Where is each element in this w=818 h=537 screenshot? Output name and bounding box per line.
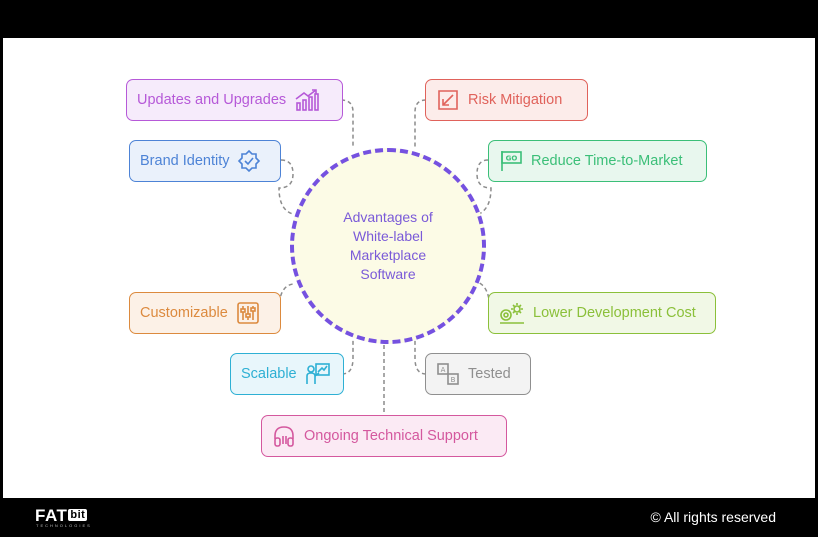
node-label: Scalable — [241, 366, 297, 382]
svg-text:A: A — [441, 366, 446, 374]
node-tested: A B Tested — [425, 353, 531, 395]
logo-bit-text: bit — [68, 509, 88, 521]
chart-up-icon — [295, 89, 319, 111]
svg-text:GO: GO — [506, 155, 518, 163]
shrink-arrows-icon — [438, 90, 458, 110]
connector-time — [476, 159, 492, 215]
node-ongoing-technical-support: Ongoing Technical Support — [261, 415, 507, 457]
ab-test-icon: A B — [437, 363, 459, 385]
node-label: Reduce Time-to-Market — [531, 153, 683, 169]
node-label: Customizable — [140, 305, 228, 321]
connector-customizable — [278, 283, 294, 311]
logo-main-text: FAT — [35, 506, 68, 525]
connector-risk — [414, 99, 427, 148]
go-sign-icon: GO — [501, 151, 522, 171]
connector-brand — [278, 159, 294, 215]
connector-updates — [340, 99, 354, 148]
node-label: Ongoing Technical Support — [304, 428, 478, 444]
node-scalable: Scalable — [230, 353, 344, 395]
node-customizable: Customizable — [129, 292, 281, 334]
node-updates-and-upgrades: Updates and Upgrades — [126, 79, 343, 121]
node-risk-mitigation: Risk Mitigation — [425, 79, 588, 121]
connector-scalable — [341, 338, 354, 375]
connector-tested — [414, 338, 427, 375]
svg-text:B: B — [451, 376, 456, 384]
presenter-chart-icon — [305, 363, 330, 384]
node-reduce-time-to-market: GO Reduce Time-to-Market — [488, 140, 707, 182]
copyright-text: © All rights reserved — [650, 509, 776, 525]
sliders-icon — [237, 302, 259, 324]
node-label: Brand Identity — [140, 153, 230, 169]
headset-icon — [274, 426, 294, 447]
diagram-canvas: Advantages of White-label Marketplace So… — [3, 38, 815, 498]
node-label: Updates and Upgrades — [137, 92, 287, 108]
logo-subtitle: TECHNOLOGIES — [36, 523, 92, 528]
node-label: Risk Mitigation — [468, 92, 563, 108]
node-label: Tested — [468, 366, 511, 382]
center-title: Advantages of White-label Marketplace So… — [343, 209, 433, 282]
node-brand-identity: Brand Identity — [129, 140, 281, 182]
center-circle: Advantages of White-label Marketplace So… — [290, 148, 486, 344]
node-lower-development-cost: Lower Development Cost — [488, 292, 716, 334]
node-label: Lower Development Cost — [533, 305, 696, 321]
badge-icon — [238, 149, 261, 173]
coins-gear-icon — [500, 303, 524, 324]
